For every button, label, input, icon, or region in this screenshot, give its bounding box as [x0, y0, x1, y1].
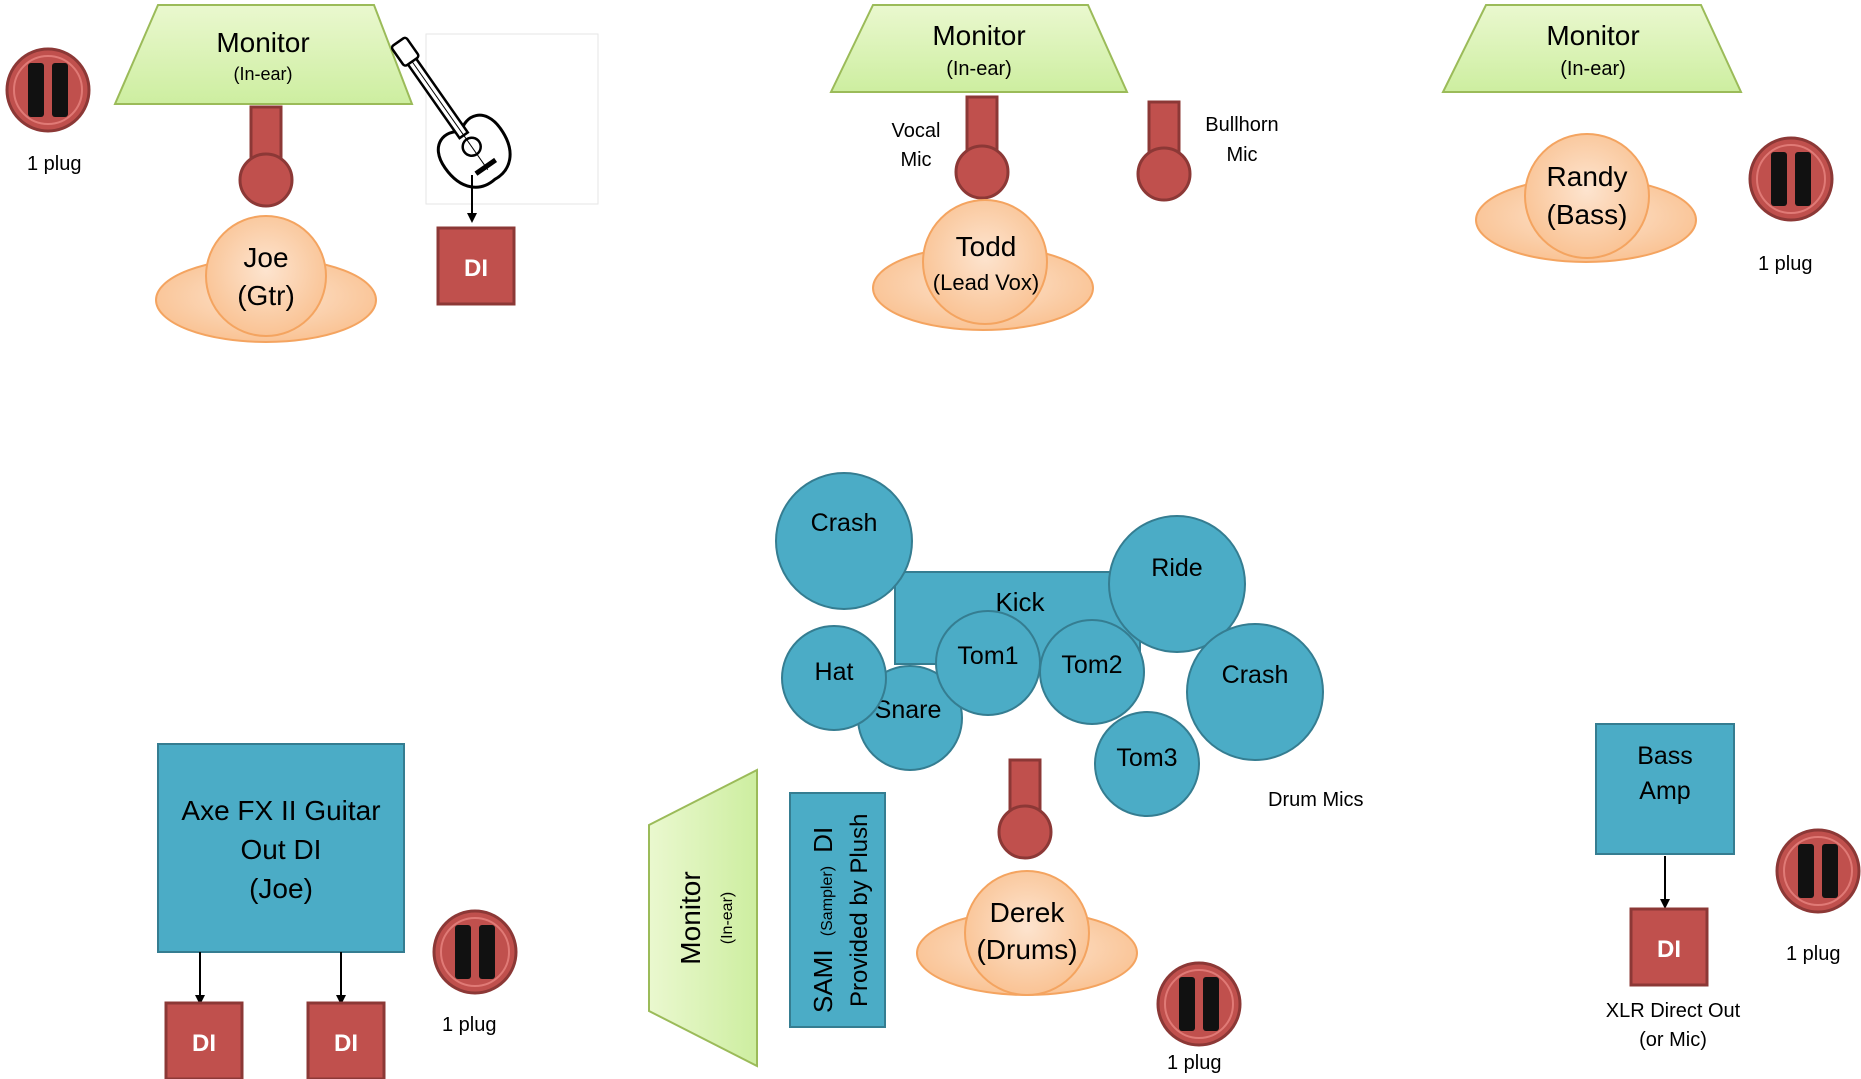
- monitor-title: Monitor: [1546, 20, 1639, 51]
- microphone-icon: [1136, 100, 1192, 202]
- microphone-icon: [997, 758, 1053, 860]
- power-outlet-icon: [1748, 136, 1834, 222]
- cymbal-ride: Ride: [1108, 515, 1246, 653]
- plug-label: 1 plug: [27, 153, 82, 175]
- performer-name: Randy: [1547, 161, 1628, 192]
- bullhorn-mic-label: Mic: [1226, 144, 1257, 166]
- performer-name: Derek: [990, 897, 1066, 928]
- performer-todd: Todd (Lead Vox): [872, 199, 1094, 331]
- sami-provider-label: Provided by Plush: [846, 814, 873, 1007]
- drum-label: Kick: [995, 587, 1045, 617]
- di-box: DI: [164, 1001, 244, 1079]
- monitor-subtitle: (In-ear): [233, 64, 292, 84]
- performer-name: Joe: [243, 242, 288, 273]
- drum-mics-label: Drum Mics: [1268, 789, 1364, 811]
- bullhorn-mic-label: Bullhorn: [1205, 114, 1278, 136]
- microphone-icon: [954, 95, 1010, 200]
- di-box: DI: [1629, 907, 1709, 987]
- plug-label: 1 plug: [1786, 943, 1841, 965]
- monitor-title: Monitor: [675, 871, 706, 964]
- di-label: DI: [464, 255, 488, 282]
- drum-label: Tom3: [1116, 744, 1177, 772]
- cymbal-crash-right: Crash: [1186, 623, 1324, 761]
- performer-derek: Derek (Drums): [916, 870, 1138, 996]
- xlr-label: XLR Direct Out: [1606, 1000, 1741, 1022]
- drum-label: Tom2: [1061, 651, 1122, 679]
- sami-sampler-label: (Sampler): [819, 866, 836, 936]
- power-outlet-icon: [1775, 828, 1861, 914]
- di-label: DI: [1657, 936, 1681, 963]
- monitor-title: Monitor: [216, 27, 309, 58]
- bass-amp-label: Amp: [1639, 777, 1690, 805]
- axe-fx-label: (Joe): [249, 873, 313, 904]
- axe-fx-label: Axe FX II Guitar: [181, 795, 380, 826]
- cymbal-crash-left: Crash: [775, 472, 913, 610]
- monitor-subtitle: (In-ear): [946, 58, 1012, 80]
- plug-label: 1 plug: [1167, 1052, 1222, 1074]
- vocal-mic-label: Mic: [900, 149, 931, 171]
- performer-randy: Randy (Bass): [1475, 133, 1697, 263]
- sami-di-label: DI: [808, 827, 838, 853]
- axe-fx-box: Axe FX II Guitar Out DI (Joe): [157, 743, 405, 953]
- drum-label: Snare: [875, 696, 942, 724]
- monitor-title: Monitor: [932, 20, 1025, 51]
- monitor-subtitle: (In-ear): [1560, 58, 1626, 80]
- monitor-wedge: Monitor (In-ear): [648, 768, 758, 1068]
- bass-amp-label: Bass: [1637, 742, 1693, 770]
- axe-fx-label: Out DI: [241, 834, 322, 865]
- performer-joe: Joe (Gtr): [155, 215, 377, 343]
- monitor-wedge: Monitor (In-ear): [829, 4, 1129, 93]
- monitor-wedge: Monitor (In-ear): [1441, 4, 1743, 93]
- xlr-label: (or Mic): [1639, 1029, 1707, 1051]
- power-outlet-icon: [1156, 961, 1242, 1047]
- performer-role: (Gtr): [237, 280, 295, 311]
- svg-text:SAMI (Sampler) DI: SAMI (Sampler) DI: [808, 827, 838, 1013]
- di-box: DI: [306, 1001, 386, 1079]
- drum-tom1: Tom1: [935, 610, 1041, 716]
- vocal-mic-label: Vocal: [892, 120, 941, 142]
- drum-label: Crash: [1222, 661, 1289, 689]
- drum-kit: Kick Crash Ride Crash Snare Hat Tom1 To: [775, 472, 1324, 817]
- di-label: DI: [334, 1030, 358, 1057]
- performer-role: (Lead Vox): [933, 270, 1039, 295]
- plug-label: 1 plug: [442, 1014, 497, 1036]
- power-outlet-icon: [432, 909, 518, 995]
- drum-tom2: Tom2: [1039, 619, 1145, 725]
- drum-label: Ride: [1151, 554, 1202, 582]
- di-label: DI: [192, 1030, 216, 1057]
- microphone-icon: [238, 105, 294, 208]
- performer-name: Todd: [956, 231, 1017, 262]
- cymbal-hat: Hat: [781, 625, 887, 731]
- sami-sampler-box: SAMI (Sampler) DI Provided by Plush: [789, 792, 886, 1028]
- power-outlet-icon: [5, 47, 91, 133]
- bass-amp-box: Bass Amp: [1595, 723, 1735, 855]
- drum-label: Hat: [815, 658, 854, 686]
- drum-tom3: Tom3: [1094, 711, 1200, 817]
- plug-label: 1 plug: [1758, 253, 1813, 275]
- monitor-subtitle: (In-ear): [719, 892, 736, 944]
- sami-label: SAMI: [808, 949, 838, 1013]
- monitor-wedge: Monitor (In-ear): [113, 4, 414, 105]
- drum-label: Tom1: [957, 642, 1018, 670]
- di-box: DI: [436, 226, 516, 306]
- performer-role: (Bass): [1547, 199, 1628, 230]
- performer-role: (Drums): [976, 934, 1077, 965]
- drum-label: Crash: [811, 509, 878, 537]
- acoustic-guitar-icon: [390, 33, 599, 223]
